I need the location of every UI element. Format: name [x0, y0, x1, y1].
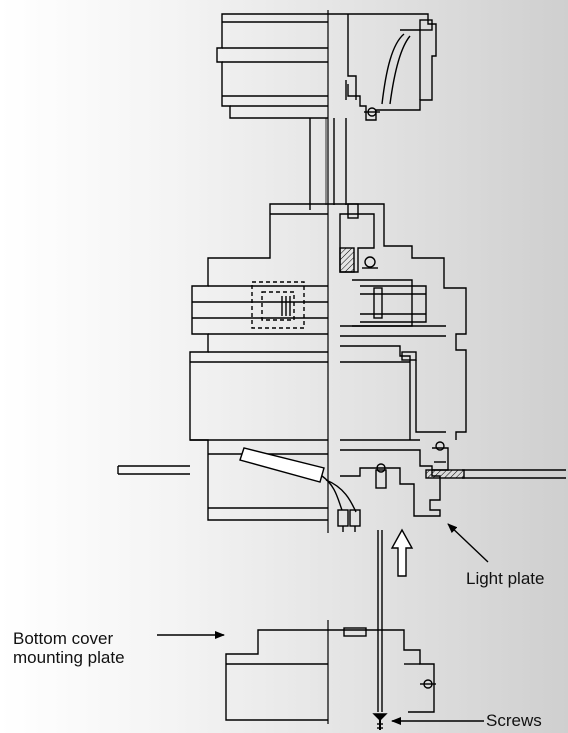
- center-rod: [377, 530, 383, 712]
- up-arrow-icon: [390, 528, 414, 577]
- blade-arms: [117, 465, 566, 479]
- canopy: [216, 13, 437, 121]
- bottom-cover-label: Bottom cover mounting plate: [13, 629, 125, 667]
- screws-label: Screws: [486, 711, 542, 730]
- light-plate-label: Light plate: [466, 569, 545, 588]
- downrod: [309, 118, 347, 210]
- screw-icon: [372, 713, 388, 730]
- light-plate-leader: [447, 523, 489, 563]
- bottom-cover-label-line2: mounting plate: [13, 648, 125, 667]
- bottom-cover-label-line1: Bottom cover: [13, 629, 114, 648]
- bottom-cover-mounting-plate: [225, 620, 436, 724]
- switch-housing: [208, 441, 449, 532]
- motor-housing: [189, 203, 467, 521]
